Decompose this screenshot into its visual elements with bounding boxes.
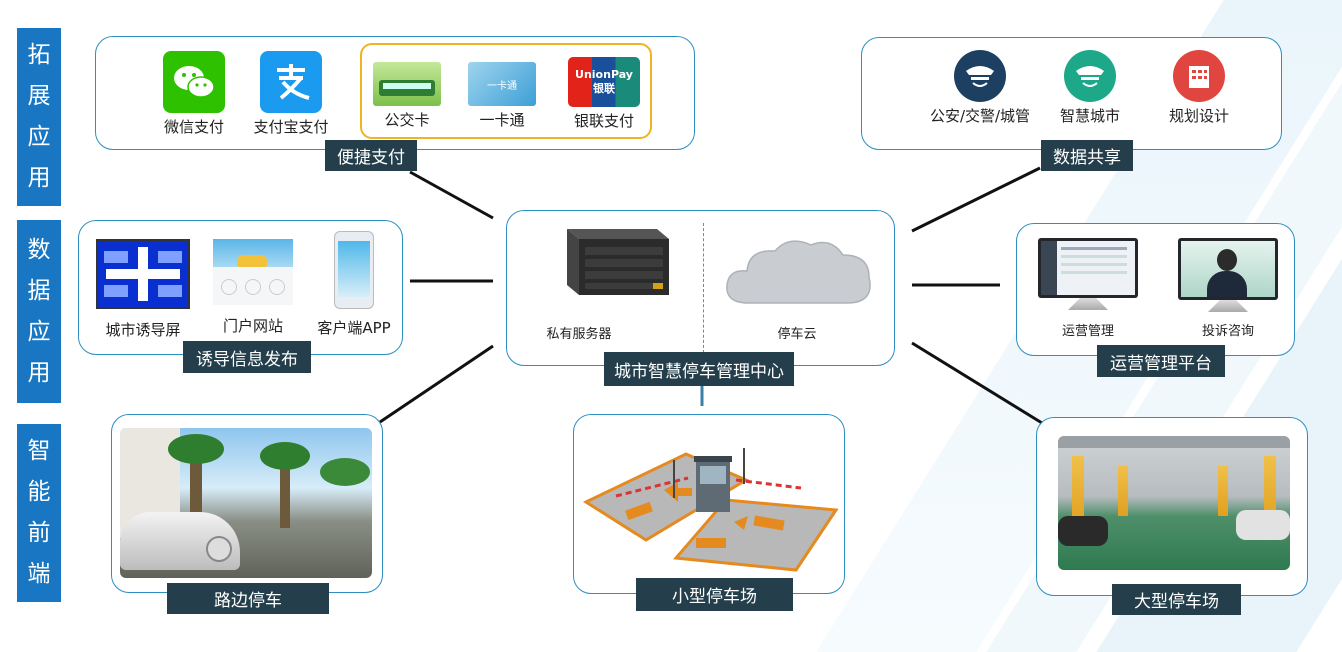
- pillar: [1264, 456, 1276, 526]
- roadside-tag: 路边停车: [167, 583, 329, 614]
- item-caption: 银联支付: [573, 112, 634, 130]
- cloud-label: 停车云: [777, 327, 817, 342]
- guidance-screen-icon: [96, 239, 190, 309]
- payment-box: 微信支付 支付宝支付 公交卡 一卡通 一卡通 UnionPay 银联: [95, 36, 695, 150]
- item-caption: 微信支付: [163, 118, 224, 136]
- large-lot-tag: 大型停车场: [1112, 584, 1241, 615]
- cloud-icon: [719, 233, 879, 313]
- palm-trunk: [190, 448, 202, 528]
- monitor-stand: [1208, 300, 1248, 312]
- pillar: [1072, 456, 1084, 526]
- side-label-expand: 拓展应用: [17, 28, 61, 206]
- headlight: [206, 536, 232, 562]
- alipay-icon: [260, 51, 322, 113]
- item-caption: 客户端APP: [317, 319, 391, 337]
- server-label: 私有服务器: [546, 327, 612, 342]
- data-share-tag: 数据共享: [1041, 140, 1133, 171]
- side-label-text: 拓展应用: [27, 42, 51, 191]
- bus-card-icon: [373, 62, 441, 106]
- pillar: [1218, 466, 1228, 516]
- unionpay-logo: UnionPay 银联: [568, 57, 640, 107]
- item-caption: 一卡通: [479, 111, 525, 129]
- side-label-data: 数据应用: [17, 220, 61, 403]
- management-center-box: 私有服务器 停车云: [506, 210, 895, 366]
- item-caption: 运营管理: [1061, 324, 1114, 339]
- ops-tag: 运营管理平台: [1097, 345, 1225, 377]
- smart-city-icon: [1064, 50, 1116, 102]
- one-card-item[interactable]: 一卡通 一卡通: [466, 62, 538, 130]
- ceiling-beam: [1058, 436, 1290, 448]
- police-icon: [954, 50, 1006, 102]
- item-caption: 公交卡: [384, 111, 430, 129]
- palm-leaves: [260, 442, 310, 470]
- building-icon: [1173, 50, 1225, 102]
- pillar: [1118, 466, 1128, 516]
- wechat-pay-item[interactable]: 微信支付: [156, 51, 232, 137]
- side-label-frontend: 智能前端: [17, 424, 61, 602]
- item-caption: 智慧城市: [1059, 107, 1120, 125]
- unionpay-item[interactable]: UnionPay 银联 银联支付: [566, 57, 642, 131]
- small-lot-illustration: [576, 440, 842, 580]
- guidance-tag: 诱导信息发布: [183, 341, 311, 373]
- item-caption: 门户网站: [222, 317, 283, 335]
- monitor-stand: [1068, 298, 1108, 310]
- divider: [703, 223, 704, 353]
- bus-card-item[interactable]: 公交卡: [371, 62, 443, 130]
- item-caption: 公安/交警/城管: [929, 107, 1031, 125]
- management-center-tag: 城市智慧停车管理中心: [604, 352, 794, 386]
- alipay-item[interactable]: 支付宝支付: [248, 51, 334, 137]
- server-icon: [537, 225, 677, 305]
- monitor-icon: [1038, 238, 1138, 298]
- palm-leaves: [168, 434, 224, 464]
- one-card-icon: 一卡通: [468, 62, 536, 106]
- card-payment-group: [360, 43, 652, 139]
- side-label-text: 智能前端: [27, 438, 51, 587]
- side-label-text: 数据应用: [27, 236, 51, 386]
- payment-tag: 便捷支付: [325, 140, 417, 171]
- item-caption: 支付宝支付: [253, 118, 329, 136]
- car-shape: [1236, 510, 1290, 540]
- car-shape: [1058, 516, 1108, 546]
- guidance-screen-item[interactable]: 城市诱导屏: [93, 239, 193, 340]
- complaint-item[interactable]: 投诉咨询: [1175, 238, 1281, 339]
- small-lot-tag: 小型停车场: [636, 578, 793, 611]
- portal-icon: [213, 239, 293, 305]
- palm-leaves: [320, 458, 370, 486]
- roadside-photo: [120, 428, 372, 578]
- guidance-box: 城市诱导屏 门户网站 客户端APP: [78, 220, 403, 355]
- app-item[interactable]: 客户端APP: [309, 231, 399, 338]
- data-share-box: 公安/交警/城管 智慧城市 规划设计: [861, 37, 1282, 150]
- large-lot-photo: [1058, 436, 1290, 570]
- wechat-icon: [163, 51, 225, 113]
- ops-box: 运营管理 投诉咨询: [1016, 223, 1295, 356]
- portal-item[interactable]: 门户网站: [211, 239, 295, 336]
- planning-item[interactable]: 规划设计: [1158, 50, 1240, 126]
- item-caption: 投诉咨询: [1201, 324, 1254, 339]
- card-text: 一卡通: [487, 80, 517, 92]
- phone-icon: [334, 231, 374, 309]
- monitor-icon: [1178, 238, 1278, 300]
- smart-city-item[interactable]: 智慧城市: [1049, 50, 1131, 126]
- item-caption: 规划设计: [1168, 107, 1229, 125]
- police-item[interactable]: 公安/交警/城管: [922, 50, 1038, 126]
- ops-management-item[interactable]: 运营管理: [1035, 238, 1141, 339]
- palm-trunk: [280, 454, 290, 528]
- item-caption: 城市诱导屏: [105, 321, 181, 339]
